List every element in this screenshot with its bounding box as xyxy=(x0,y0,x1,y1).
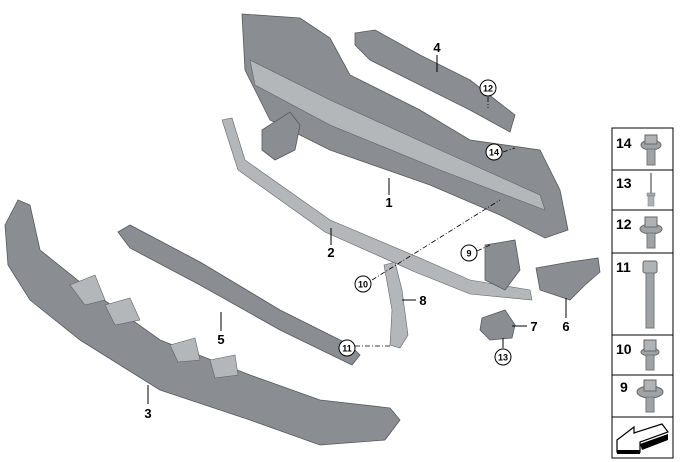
absorber-part-3[interactable] xyxy=(4,199,401,446)
long-bolt-icon xyxy=(642,260,658,329)
legend-item-11[interactable]: 11 xyxy=(616,259,658,329)
legend-item-14[interactable]: 14 xyxy=(616,134,662,166)
callout-1: 1 xyxy=(385,195,392,210)
callout-3: 3 xyxy=(144,406,151,421)
callout-14: 14 xyxy=(485,143,503,161)
svg-text:10: 10 xyxy=(616,341,632,357)
svg-text:11: 11 xyxy=(616,259,631,275)
bracket-part-4[interactable] xyxy=(354,29,516,133)
legend-item-13[interactable]: 13 xyxy=(616,173,656,207)
svg-text:11: 11 xyxy=(342,344,352,354)
callout-9: 9 xyxy=(460,244,478,262)
svg-text:7: 7 xyxy=(530,319,537,334)
svg-text:4: 4 xyxy=(433,40,441,55)
short-bolt-icon xyxy=(640,339,660,371)
bracket-part-8[interactable] xyxy=(383,261,409,349)
leader-lines xyxy=(147,55,567,404)
svg-text:10: 10 xyxy=(358,280,368,290)
callout-12: 12 xyxy=(479,79,497,97)
svg-text:14: 14 xyxy=(616,135,632,151)
strip-part-5[interactable] xyxy=(117,224,361,366)
legend-item-12[interactable]: 12 xyxy=(616,216,663,249)
washer-bolt-icon xyxy=(639,216,663,249)
callout-2: 2 xyxy=(327,245,334,260)
bracket-part-6[interactable] xyxy=(535,257,601,301)
hardware-legend: 14 13 12 11 xyxy=(611,127,674,459)
svg-text:12: 12 xyxy=(616,216,632,232)
direction-arrow-icon xyxy=(616,423,669,454)
bumper-carrier-part-1[interactable] xyxy=(241,13,569,239)
callout-6: 6 xyxy=(562,319,569,334)
legend-item-9[interactable]: 9 xyxy=(620,379,664,413)
svg-text:13: 13 xyxy=(498,353,508,363)
svg-text:8: 8 xyxy=(419,293,426,308)
svg-text:14: 14 xyxy=(489,148,499,158)
svg-text:6: 6 xyxy=(562,319,569,334)
svg-text:13: 13 xyxy=(616,175,632,191)
callout-5: 5 xyxy=(217,332,224,347)
svg-text:3: 3 xyxy=(144,406,151,421)
legend-item-10[interactable]: 10 xyxy=(616,339,660,371)
svg-text:9: 9 xyxy=(620,379,628,395)
callout-8: 8 xyxy=(419,293,426,308)
callout-13: 13 xyxy=(494,348,512,366)
svg-text:5: 5 xyxy=(217,332,224,347)
rivet-icon xyxy=(646,173,656,207)
crossbar-part-2[interactable] xyxy=(221,111,533,301)
svg-text:2: 2 xyxy=(327,245,334,260)
svg-text:1: 1 xyxy=(385,195,392,210)
callout-4: 4 xyxy=(433,40,441,55)
callout-7: 7 xyxy=(530,319,537,334)
clip-part-7[interactable] xyxy=(479,309,516,341)
callout-10: 10 xyxy=(354,275,372,293)
flange-bolt-icon xyxy=(640,134,662,166)
washer-bolt-icon xyxy=(636,379,664,413)
callout-11: 11 xyxy=(338,339,356,357)
svg-text:12: 12 xyxy=(483,84,493,94)
svg-text:9: 9 xyxy=(466,249,471,259)
